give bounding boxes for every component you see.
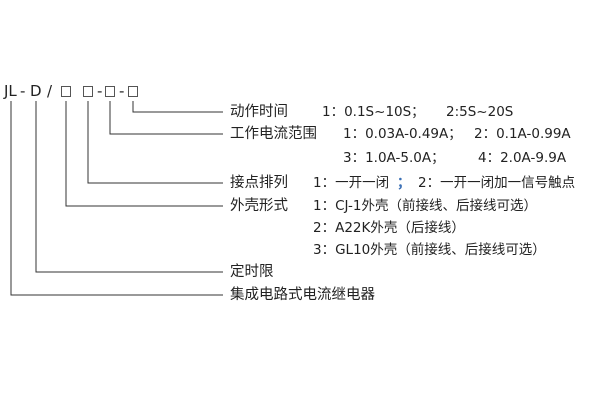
field-option: 1：0.03A-0.49A； [343,126,462,142]
leader-line-relay-type [10,101,223,296]
code-series: JL [4,82,17,100]
field-option: 2：一开一闭加一信号触点 [418,175,576,191]
field-option: 3：GL10外壳（前接线、后接线可选） [313,242,546,258]
code-dash: - [20,82,26,100]
leader-line-housing-type [65,101,223,207]
code-slot-contact-box [83,86,93,97]
field-option: 1：0.1S~10S； [322,104,425,120]
leader-line-contact-arrangement [87,101,223,184]
code-slot-current-box [105,86,115,97]
field-option: 2:5S~20S [446,104,514,120]
field-label: 动作时间 [230,104,288,120]
code-slot-housing-box [61,86,71,97]
field-label: 外壳形式 [230,198,288,214]
field-option: 1：一开一闭 [313,175,390,191]
field-relay-type-label: 集成电路式电流继电器 [230,287,375,303]
field-option: 3：1.0A-5.0A； [343,150,445,166]
field-definite-time-label: 定时限 [230,264,274,280]
field-label: 接点排列 [230,175,288,191]
leader-line-definite-time [35,101,223,273]
option-separator: ； [397,175,411,191]
leader-line-working-current [109,101,223,135]
code-slash: / [47,82,53,100]
code-dash: - [97,82,103,100]
field-label: 工作电流范围 [230,126,317,142]
code-dash: - [119,82,125,100]
field-option: 2：0.1A-0.99A [474,126,571,142]
field-option: 4：2.0A-9.9A [478,150,567,166]
leader-line-action-time [132,101,223,113]
field-option: 2：A22K外壳（后接线） [313,220,465,236]
code-slot-time-box [128,86,138,97]
field-option: 1：CJ-1外壳（前接线、后接线可选） [313,198,537,214]
code-type: D [30,82,42,100]
